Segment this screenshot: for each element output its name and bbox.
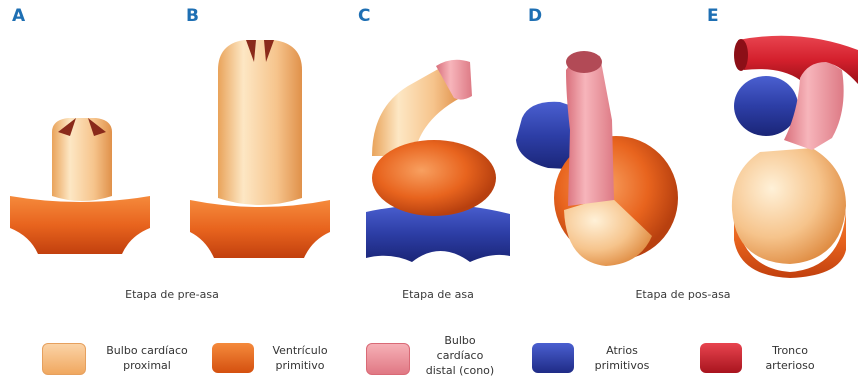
panel-b-bulbus [218,40,302,205]
legend-label-atrios: Atrios primitivos [580,343,664,373]
stage-label-pre-asa: Etapa de pre-asa [125,288,219,301]
panel-e-bulbus [732,148,846,264]
panel-a-ventricle-band [10,196,150,254]
panel-d-cone [566,54,614,206]
legend-swatch-bulbo-proximal [42,343,86,375]
legend-item-atrios: Atrios primitivos [532,333,672,387]
panel-letter-e: E [707,6,719,26]
legend-swatch-tronco [700,343,742,373]
panel-b-structure [190,40,330,258]
stage-label-asa: Etapa de asa [402,288,474,301]
panel-letter-c: C [358,6,370,26]
legend-swatch-atrios [532,343,574,373]
panel-letter-b: B [186,6,199,26]
panel-a-structure [10,118,150,254]
legend-label-bulbo-proximal: Bulbo cardíaco proximal [92,343,202,373]
legend-label-cono: Bulbo cardíaco distal (cono) [414,333,506,378]
panel-d-cone-top [566,51,602,73]
legend-label-ventriculo: Ventrículo primitivo [260,343,340,373]
panel-e-structure [732,36,858,278]
panel-e-atria [734,76,798,136]
legend-swatch-cono [366,343,410,375]
legend-item-tronco: Tronco arterioso [700,333,850,387]
legend-item-ventriculo: Ventrículo primitivo [212,333,362,387]
panel-letter-d: D [528,6,542,26]
panel-b-ventricle-band [190,200,330,258]
legend-label-tronco: Tronco arterioso [748,343,832,373]
legend-swatch-ventriculo [212,343,254,373]
panel-letter-a: A [12,6,25,26]
legend-item-cono: Bulbo cardíaco distal (cono) [366,333,516,387]
panel-d-structure [516,51,678,266]
panel-c-structure [366,60,510,262]
panel-e-truncus-end [734,39,748,71]
legend-item-bulbo-proximal: Bulbo cardíaco proximal [42,333,212,387]
panel-c-ventricle [372,140,496,216]
stage-label-pos-asa: Etapa de pos-asa [635,288,730,301]
